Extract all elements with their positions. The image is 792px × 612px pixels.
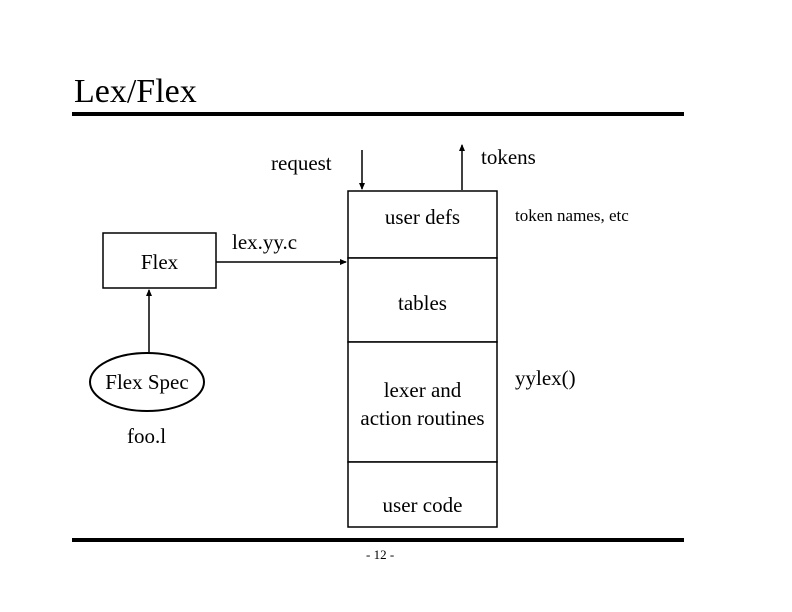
request-label: request bbox=[271, 151, 332, 175]
slide-title: Lex/Flex bbox=[74, 73, 197, 110]
tables-label: tables bbox=[398, 291, 447, 315]
section-user-code bbox=[347, 461, 498, 528]
spec-file-label: foo.l bbox=[127, 424, 167, 448]
flex-box-label: Flex bbox=[140, 250, 179, 274]
output-file-label: lex.yy.c bbox=[232, 230, 298, 254]
section-lexer bbox=[347, 341, 498, 463]
user-defs-label: user defs bbox=[384, 205, 461, 229]
lexer-label-line2: action routines bbox=[360, 406, 485, 430]
top-rule bbox=[72, 112, 684, 116]
user-code-label: user code bbox=[382, 493, 463, 517]
token-names-annotation: token names, etc bbox=[515, 206, 629, 225]
tokens-label: tokens bbox=[481, 145, 536, 169]
flex-spec-label: Flex Spec bbox=[105, 370, 189, 394]
yylex-annotation: yylex() bbox=[515, 366, 576, 390]
section-tables bbox=[347, 257, 498, 343]
flex-spec-ellipse bbox=[89, 352, 205, 412]
bottom-rule bbox=[72, 538, 684, 542]
flex-box bbox=[102, 232, 217, 289]
page-number: - 12 - bbox=[366, 547, 395, 562]
section-user-defs bbox=[347, 190, 498, 259]
lexer-label-line1: lexer and bbox=[383, 378, 462, 402]
